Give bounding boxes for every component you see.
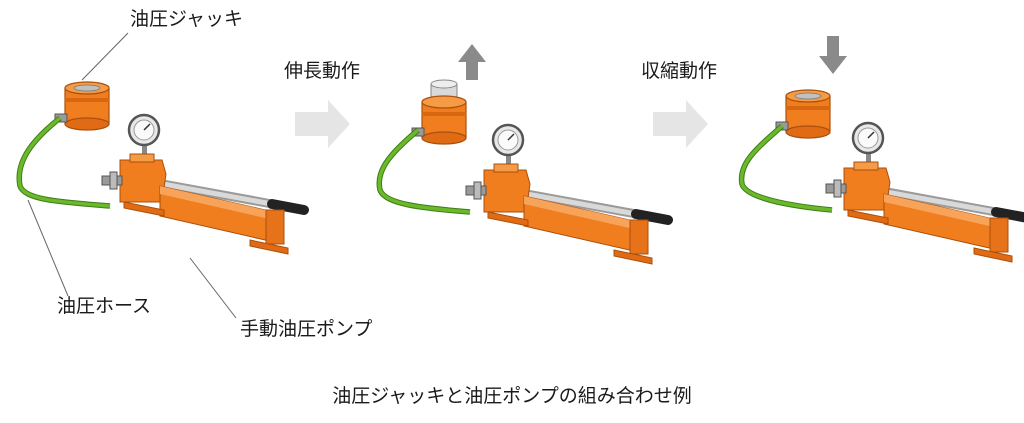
caption: 油圧ジャッキと油圧ポンプの組み合わせ例 xyxy=(332,385,692,407)
flow-arrow-1 xyxy=(295,100,350,148)
hose-label: 油圧ホース xyxy=(57,295,152,317)
pump-leader-line xyxy=(189,257,237,319)
down-arrow xyxy=(819,36,847,74)
jack-label: 油圧ジャッキ xyxy=(130,8,244,30)
flow-arrow-2 xyxy=(653,100,708,148)
pump-2 xyxy=(466,125,668,264)
scene-2-extend xyxy=(376,44,668,264)
up-arrow xyxy=(458,44,486,80)
pump-1 xyxy=(102,115,304,254)
pump-label: 手動油圧ポンプ xyxy=(240,318,373,340)
hose-1 xyxy=(16,115,111,209)
pump-3 xyxy=(826,123,1024,262)
hose-3 xyxy=(738,123,833,213)
retract-label: 収縮動作 xyxy=(641,60,718,82)
jack-2 xyxy=(411,95,467,145)
jack-leader-line xyxy=(81,32,129,81)
hose-leader-line xyxy=(27,199,69,297)
scene-3-retract xyxy=(738,36,1024,262)
extend-label: 伸長動作 xyxy=(284,60,361,82)
scene-1-initial xyxy=(16,32,304,319)
